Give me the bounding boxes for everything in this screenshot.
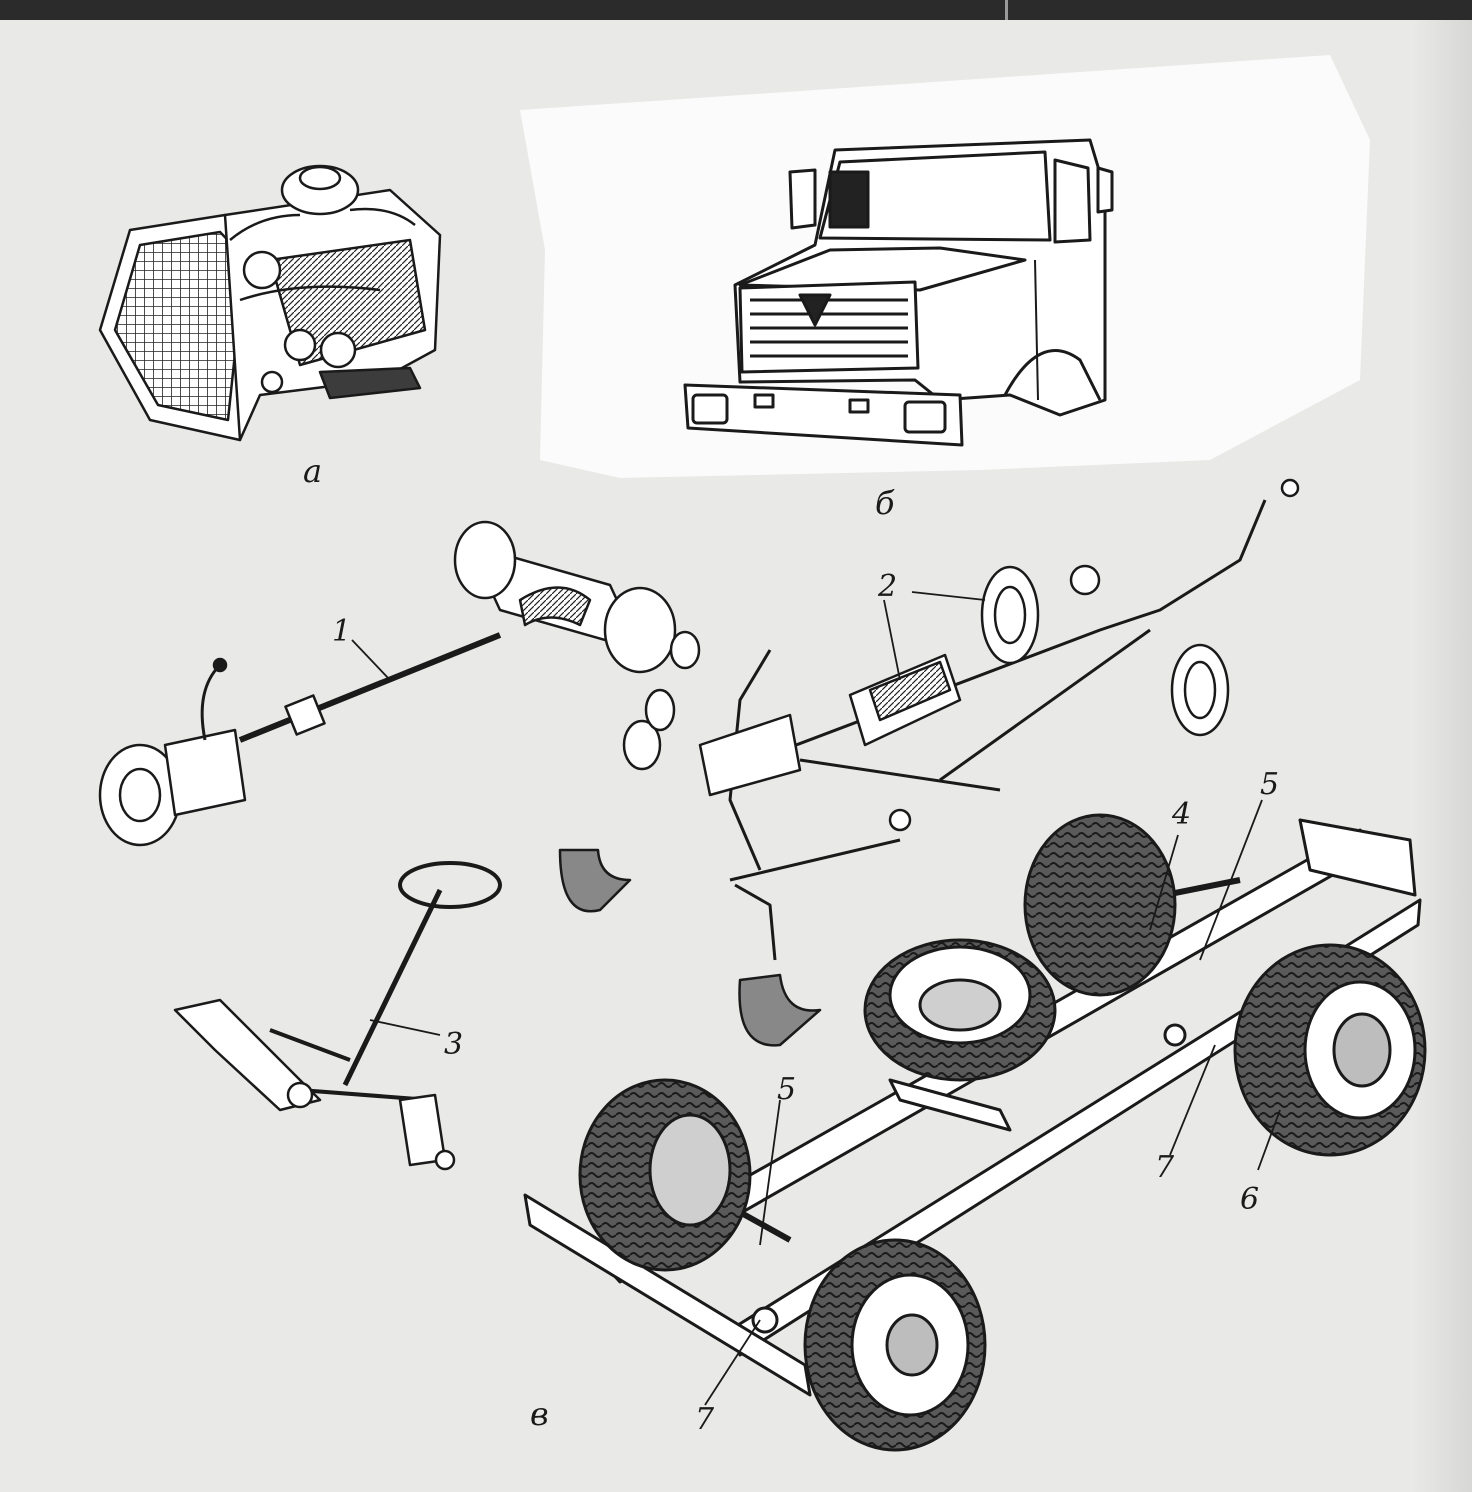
front-bumper bbox=[523, 1193, 812, 1397]
callout-3: 3 bbox=[444, 1027, 464, 1062]
brake-shoe-front-right bbox=[738, 973, 822, 1047]
side-window bbox=[1053, 158, 1092, 244]
transmission-assembly bbox=[98, 520, 701, 847]
steering-column bbox=[342, 888, 443, 1087]
callout-4: 4 bbox=[1172, 797, 1192, 832]
brake-system bbox=[558, 478, 1300, 1047]
rear-crossmember bbox=[1298, 818, 1417, 897]
gear-lever bbox=[200, 663, 222, 741]
propeller-shaft bbox=[238, 632, 502, 743]
callout-6: 6 bbox=[1240, 1182, 1260, 1217]
right-mirror bbox=[1096, 166, 1114, 214]
compressor bbox=[698, 713, 802, 797]
crossmember-mid bbox=[888, 1078, 1012, 1132]
logo bbox=[798, 293, 832, 327]
callout-1: 1 bbox=[332, 614, 352, 649]
chassis-assembly bbox=[523, 813, 1427, 1452]
rear-hub-left bbox=[453, 520, 517, 600]
windshield bbox=[818, 150, 1052, 242]
drag-link bbox=[269, 1028, 351, 1062]
callout-7-rear: 7 bbox=[1155, 1150, 1175, 1185]
subfigure-label-a: а bbox=[303, 452, 323, 490]
rear-hub-right bbox=[603, 586, 677, 674]
steering-assembly bbox=[173, 861, 502, 1171]
subfigure-label-b: б bbox=[875, 484, 895, 522]
wheel-arch bbox=[1003, 349, 1102, 401]
callout-2: 2 bbox=[878, 569, 898, 604]
page-crease bbox=[1005, 0, 1008, 20]
truck-cab bbox=[683, 138, 1114, 447]
steering-wheel bbox=[398, 861, 502, 909]
callout-5-rear: 5 bbox=[1260, 767, 1280, 802]
callout-leaders bbox=[351, 591, 1281, 1406]
engine-assembly bbox=[98, 164, 442, 442]
gearbox bbox=[163, 728, 247, 817]
scan-top-border bbox=[0, 0, 1472, 20]
subfigure-label-v: в bbox=[530, 1395, 549, 1433]
callout-5-front: 5 bbox=[777, 1072, 797, 1107]
steering-gear bbox=[173, 998, 322, 1112]
left-mirror bbox=[788, 168, 817, 230]
rear-wheel-inner bbox=[1023, 813, 1177, 997]
callout-7-front: 7 bbox=[695, 1402, 715, 1437]
radiator-grille bbox=[113, 230, 247, 422]
brake-shoe-front-left bbox=[558, 848, 632, 913]
page-edge-shadow bbox=[1412, 20, 1472, 1492]
